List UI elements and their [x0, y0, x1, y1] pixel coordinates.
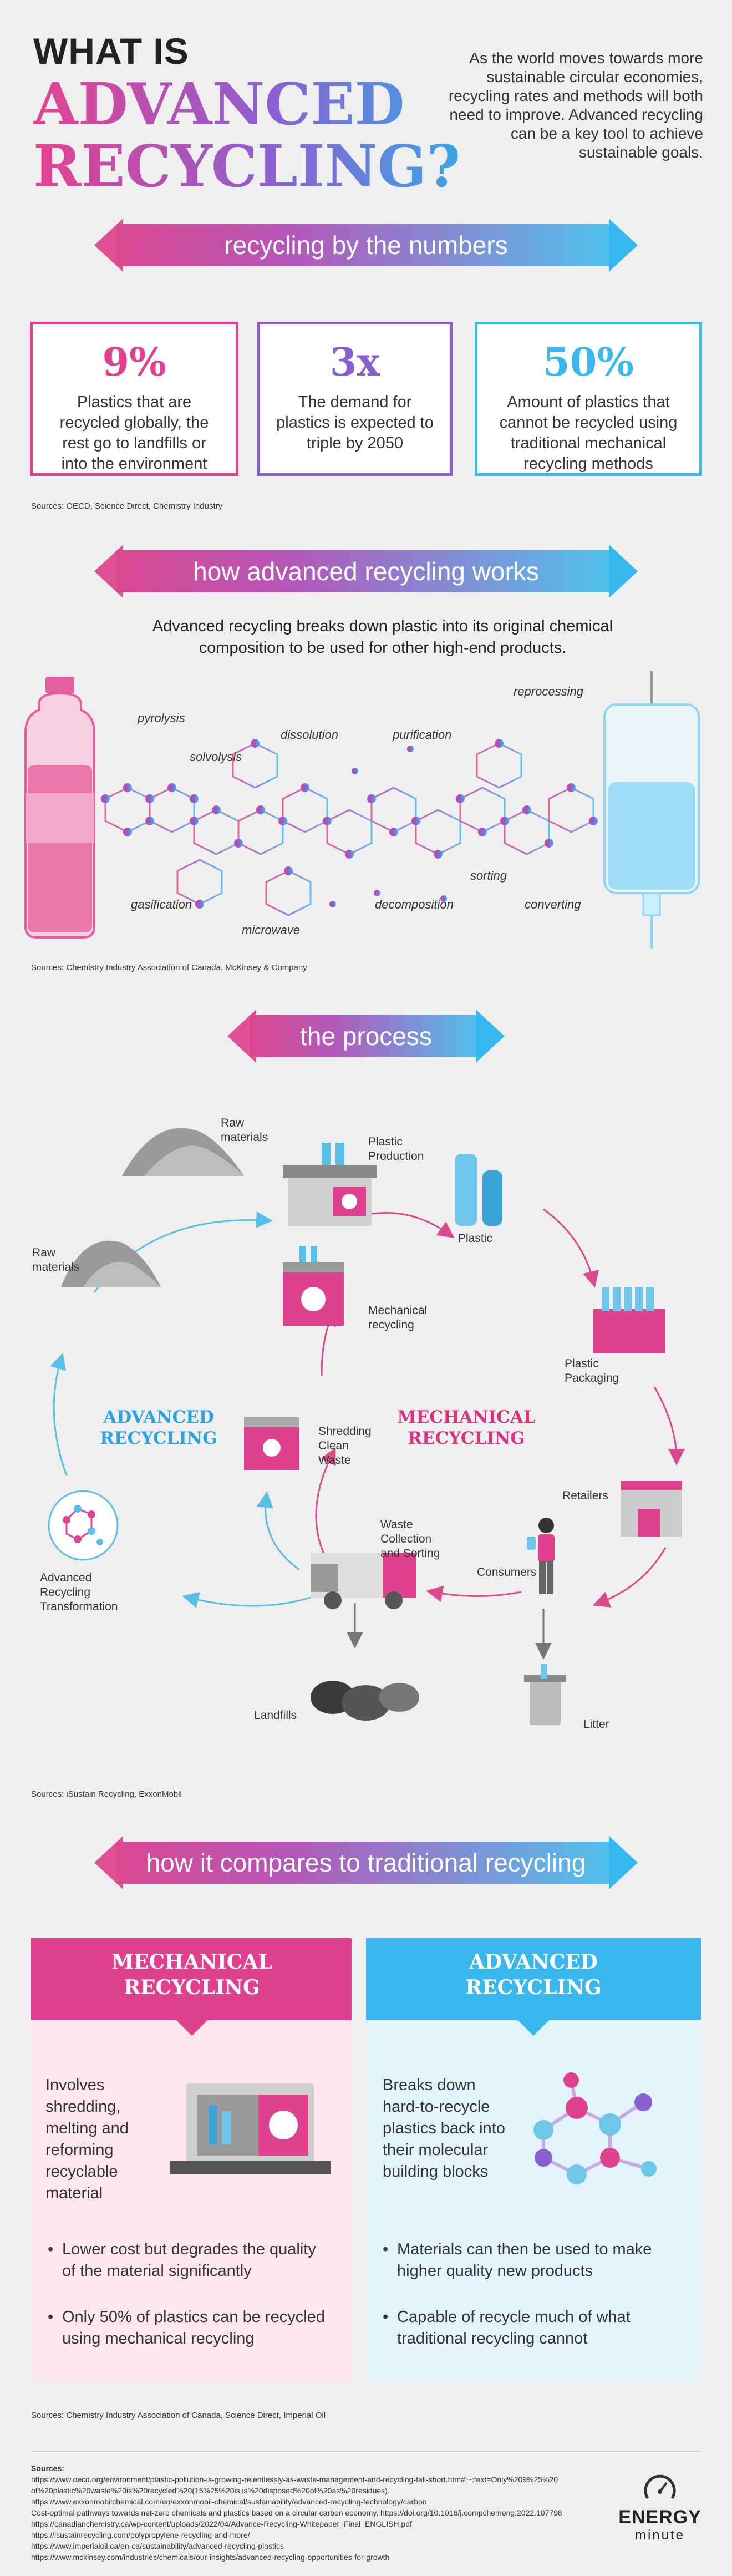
- footer-divider: [31, 2451, 701, 2452]
- label-gasification: gasification: [131, 897, 192, 911]
- label-reprocessing: reprocessing: [514, 684, 583, 698]
- label-decomposition: decomposition: [375, 897, 454, 911]
- node-plastic-production: Plastic Production: [368, 1135, 424, 1163]
- banner-compare: how it compares to traditional recycling: [94, 1836, 638, 1889]
- retailer-store-icon: [621, 1481, 682, 1537]
- banner-process: the process: [227, 1010, 505, 1063]
- mechanical-recycling-label: MECHANICAL RECYCLING: [397, 1407, 536, 1448]
- node-plastic-packaging: Plastic Packaging: [565, 1357, 619, 1385]
- landfill-bags-icon: [311, 1681, 419, 1721]
- advanced-recycling-label: ADVANCED RECYCLING: [100, 1407, 217, 1448]
- banner-numbers: recycling by the numbers: [94, 219, 638, 272]
- advanced-bullet-1: Materials can then be used to make highe…: [383, 2239, 683, 2282]
- footer-source-5[interactable]: https://canadianchemistry.ca/wp-content/…: [31, 2519, 412, 2528]
- advanced-heading: ADVANCED RECYCLING: [465, 1950, 602, 1999]
- banner-process-label: the process: [300, 1022, 432, 1051]
- node-advanced-transformation: Advanced Recycling Transformation: [40, 1571, 118, 1613]
- node-raw-materials-top: Raw materials: [221, 1117, 268, 1144]
- how-works-intro: Advanced recycling breaks down plastic i…: [152, 617, 613, 657]
- label-sorting: sorting: [470, 869, 507, 883]
- footer-source-2[interactable]: of%20plastic%20waste%20is%20recycled%20(…: [31, 2486, 390, 2495]
- molecule-illustration: [24, 671, 700, 949]
- stat-card-1: 9% Plastics that are recycled globally, …: [30, 322, 238, 476]
- mechanical-bullet-2: Only 50% of plastics can be recycled usi…: [48, 2306, 334, 2350]
- mechanical-heading: MECHANICAL RECYCLING: [111, 1950, 272, 1999]
- footer-sources: Sources: https://www.oecd.org/environmen…: [31, 2463, 608, 2563]
- mechanical-bullet-1: Lower cost but degrades the quality of t…: [48, 2239, 334, 2282]
- raw-materials-left-icon: [61, 1240, 161, 1287]
- logo-word-energy: ENERGY: [618, 2507, 702, 2528]
- advanced-body: Breaks down hard-to-recycle plastics bac…: [383, 2076, 505, 2181]
- footer-source-6[interactable]: https://isustainrecycling.com/polypropyl…: [31, 2531, 250, 2539]
- stat-value-1: 9%: [102, 339, 166, 385]
- advanced-bullet-2: Capable of recycle much of what traditio…: [383, 2306, 683, 2350]
- mechanical-heading-box: [31, 1938, 352, 2020]
- title-line-1: WHAT IS: [33, 31, 189, 72]
- node-plastic: Plastic: [458, 1232, 492, 1245]
- node-retailers: Retailers: [562, 1489, 608, 1502]
- node-consumers: Consumers: [477, 1566, 537, 1579]
- title-line-3: RECYCLING?: [33, 132, 461, 200]
- stat-value-3: 50%: [543, 339, 634, 385]
- garbage-truck-icon: [311, 1553, 416, 1609]
- sources-process: Sources: iSustain Recycling, ExxonMobil: [31, 1789, 182, 1799]
- footer-sources-label: Sources:: [31, 2464, 64, 2473]
- sources-numbers: Sources: OECD, Science Direct, Chemistry…: [31, 501, 223, 511]
- node-litter: Litter: [583, 1718, 609, 1731]
- plastic-bottles-icon: [455, 1154, 502, 1226]
- plastic-bottle-icon: [24, 677, 95, 939]
- node-mechanical-recycling: Mechanical recycling: [368, 1304, 428, 1331]
- factory-icon: [283, 1143, 377, 1226]
- footer-source-8[interactable]: https://www.mckinsey.com/industries/chem…: [31, 2553, 390, 2562]
- intro-text: As the world moves towards more sustaina…: [448, 49, 703, 161]
- label-dissolution: dissolution: [281, 728, 338, 742]
- label-converting: converting: [525, 897, 581, 911]
- process-diagram: [48, 1128, 685, 1725]
- mechanical-body: Involves shredding, melting and reformin…: [45, 2076, 129, 2202]
- stat-card-2: 3x The demand for plastics is expected t…: [257, 322, 453, 476]
- label-pyrolysis: pyrolysis: [138, 711, 185, 725]
- page-title: WHAT IS ADVANCED RECYCLING?: [33, 29, 460, 197]
- banner-how-works: how advanced recycling works: [94, 545, 638, 598]
- footer-source-7[interactable]: https://www.imperialoil.ca/en-ca/sustain…: [31, 2542, 284, 2550]
- chemical-bag-icon: [603, 671, 700, 949]
- logo-clock-icon: [644, 2474, 676, 2499]
- label-solvolysis: solvolysis: [190, 750, 242, 764]
- stat-value-2: 3x: [329, 339, 380, 385]
- sources-how-works: Sources: Chemistry Industry Association …: [31, 963, 307, 972]
- mechanical-recycling-icon: [283, 1246, 344, 1326]
- consumer-person-icon: [527, 1518, 555, 1594]
- banner-numbers-label: recycling by the numbers: [224, 231, 508, 260]
- node-raw-materials-left: Raw materials: [32, 1246, 80, 1274]
- footer-source-1[interactable]: https://www.oecd.org/environment/plastic…: [31, 2475, 558, 2484]
- footer-source-3[interactable]: https://www.exxonmobilchemical.com/en/ex…: [31, 2497, 427, 2506]
- advanced-heading-box: [366, 1938, 701, 2020]
- stat-desc-2: The demand for plastics is expected to t…: [276, 393, 434, 452]
- banner-compare-label: how it compares to traditional recycling: [146, 1848, 586, 1877]
- title-line-2: ADVANCED: [33, 73, 460, 135]
- stat-desc-3: Amount of plastics that cannot be recycl…: [499, 393, 678, 473]
- raw-materials-pile-icon: [122, 1128, 244, 1176]
- node-waste-collection: Waste Collection and Sorting: [380, 1518, 440, 1560]
- stat-card-3: 50% Amount of plastics that cannot be re…: [475, 322, 702, 476]
- logo-word-minute: minute: [634, 2528, 685, 2543]
- node-shredding: Shredding Clean Waste: [318, 1425, 372, 1467]
- sources-compare: Sources: Chemistry Industry Association …: [31, 2411, 326, 2420]
- label-microwave: microwave: [242, 923, 301, 937]
- plastic-packaging-icon: [593, 1287, 665, 1353]
- footer-source-4[interactable]: Cost-optimal pathways towards net-zero c…: [31, 2508, 562, 2517]
- litter-bin-icon: [524, 1664, 566, 1725]
- node-landfills: Landfills: [254, 1709, 297, 1722]
- energy-minute-logo: ENERGY minute: [616, 2474, 704, 2557]
- label-purification: purification: [393, 728, 452, 742]
- stat-desc-1: Plastics that are recycled globally, the…: [59, 393, 209, 473]
- shredding-icon: [244, 1417, 299, 1470]
- advanced-molecule-icon: [533, 2072, 657, 2184]
- molecule-icon: [48, 1490, 119, 1561]
- banner-how-works-label: how advanced recycling works: [193, 557, 539, 586]
- mechanical-machine-icon: [170, 2083, 331, 2174]
